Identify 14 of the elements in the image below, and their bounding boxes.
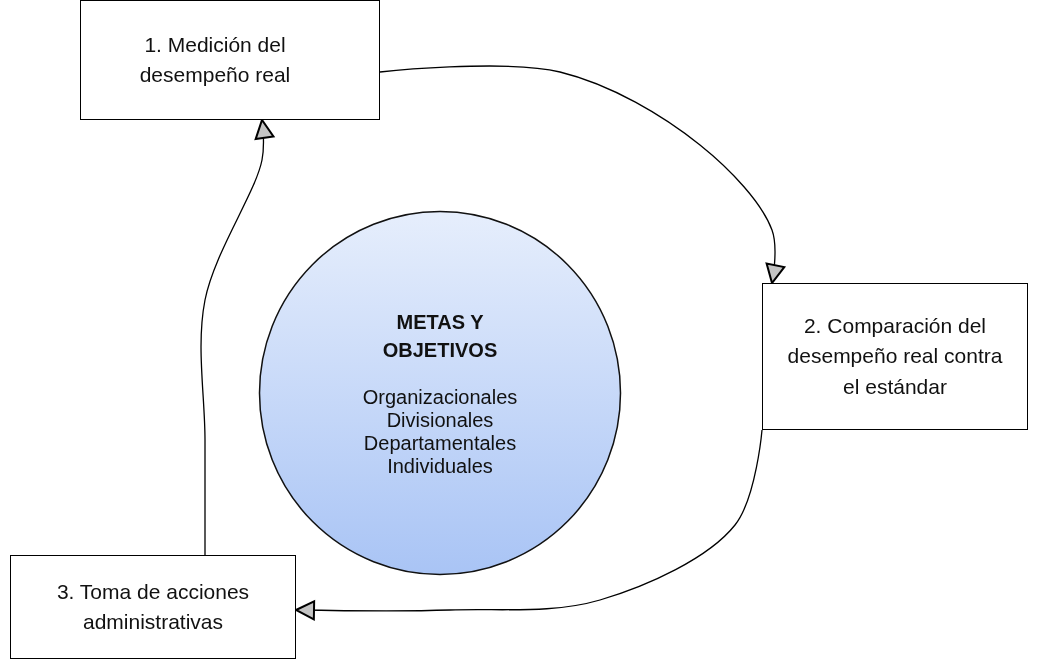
circle-text: Organizacionales [362,386,518,409]
step-label: 2. Comparación del desempeño real contra el estándar [786,312,1004,400]
curved-arrow [379,65,786,284]
step-box [80,0,380,120]
circle-heading: METAS Y OBJETIVOS [381,310,499,363]
circle-text: Individuales [387,455,493,478]
circle-text: Departamentales [363,432,517,455]
step-label: 3. Toma de acciones administrativas [55,578,251,635]
step-label: 1. Medición del desempeño real [138,31,292,88]
circle-text: Divisionales [386,409,494,432]
curved-arrow [295,429,763,621]
curved-arrow [200,119,275,556]
step-box [10,555,296,659]
step-box [762,283,1028,430]
